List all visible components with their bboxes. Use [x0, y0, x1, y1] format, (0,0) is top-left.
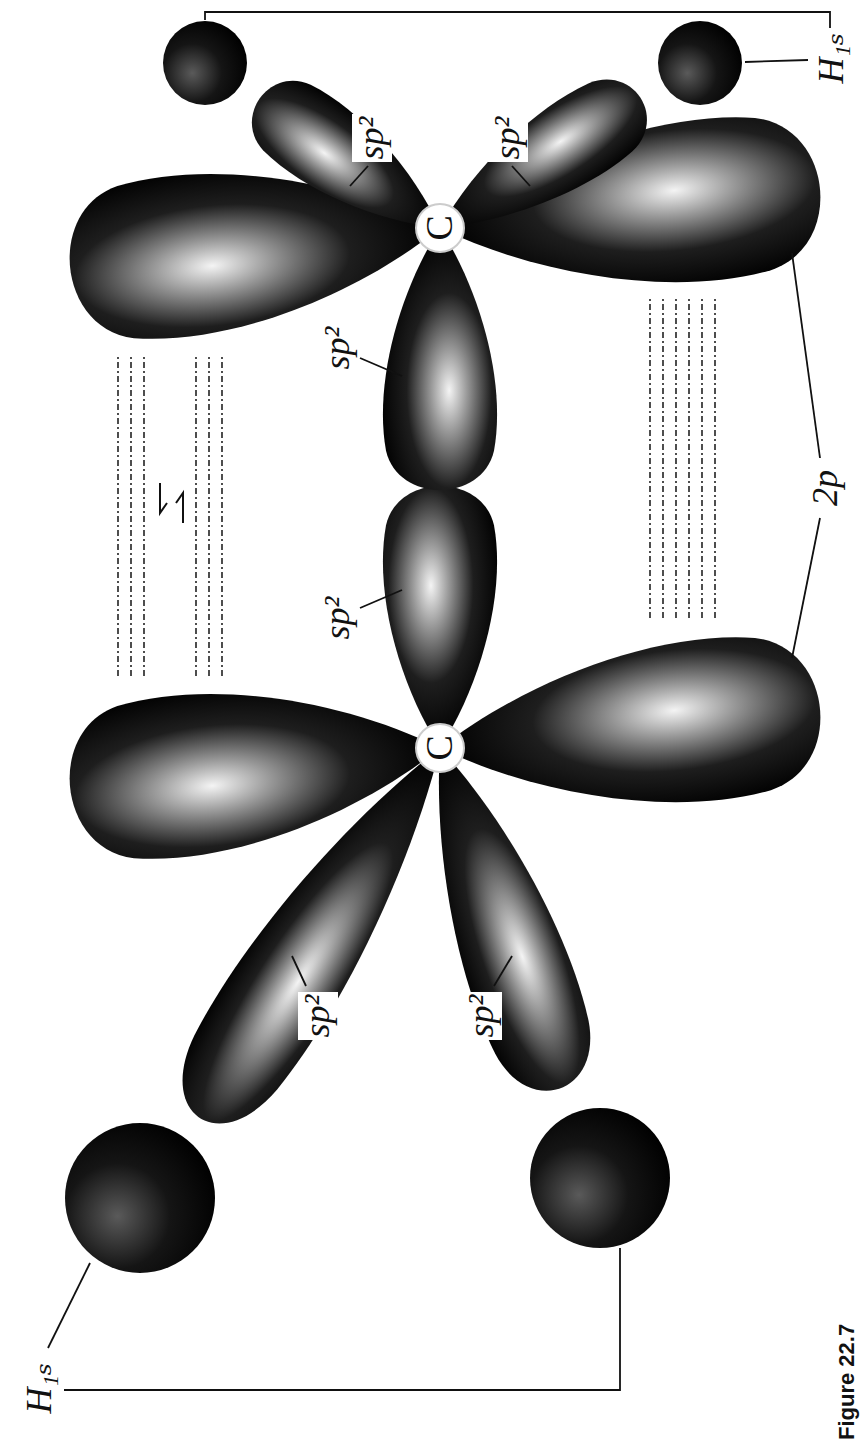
- orbital-label: H₁ₛ: [812, 30, 852, 87]
- h-sphere: [163, 21, 247, 105]
- h-sphere: [530, 1108, 670, 1248]
- orbital-label: 2p: [806, 467, 846, 509]
- p-orbital: [61, 108, 828, 869]
- atom-label: C: [419, 215, 461, 240]
- electron-pair: [160, 483, 183, 523]
- leader-lines: [48, 12, 830, 1390]
- pi-overlap-lines: [118, 298, 715, 676]
- orbital-label: sp²: [318, 594, 358, 643]
- orbital-label: H₁ₛ: [20, 1360, 60, 1417]
- orbital-label: sp²: [462, 992, 502, 1041]
- orbital-label: sp²: [298, 992, 338, 1041]
- nucleus: [416, 204, 464, 252]
- sp2-lobe: [417, 62, 664, 264]
- atom-label: C: [419, 735, 461, 760]
- sp2-lobe: [383, 228, 497, 490]
- sp2-orbital: [156, 62, 664, 1146]
- sp2-lobe: [391, 731, 610, 1106]
- sp2-lobe: [235, 63, 465, 262]
- orbital-label: sp²: [318, 324, 358, 373]
- figure-caption: Figure 22.7: [835, 1324, 859, 1440]
- sp2-lobe: [156, 719, 484, 1146]
- nucleus: [416, 724, 464, 772]
- p-lobe: [432, 628, 829, 829]
- h-sphere: [658, 21, 742, 105]
- sp2-lobe: [383, 486, 497, 748]
- h-sphere: [65, 1123, 215, 1273]
- hydrogen-orbital: [65, 21, 742, 1273]
- orbital-label: sp²: [488, 114, 528, 163]
- orbital-label: sp²: [352, 114, 392, 163]
